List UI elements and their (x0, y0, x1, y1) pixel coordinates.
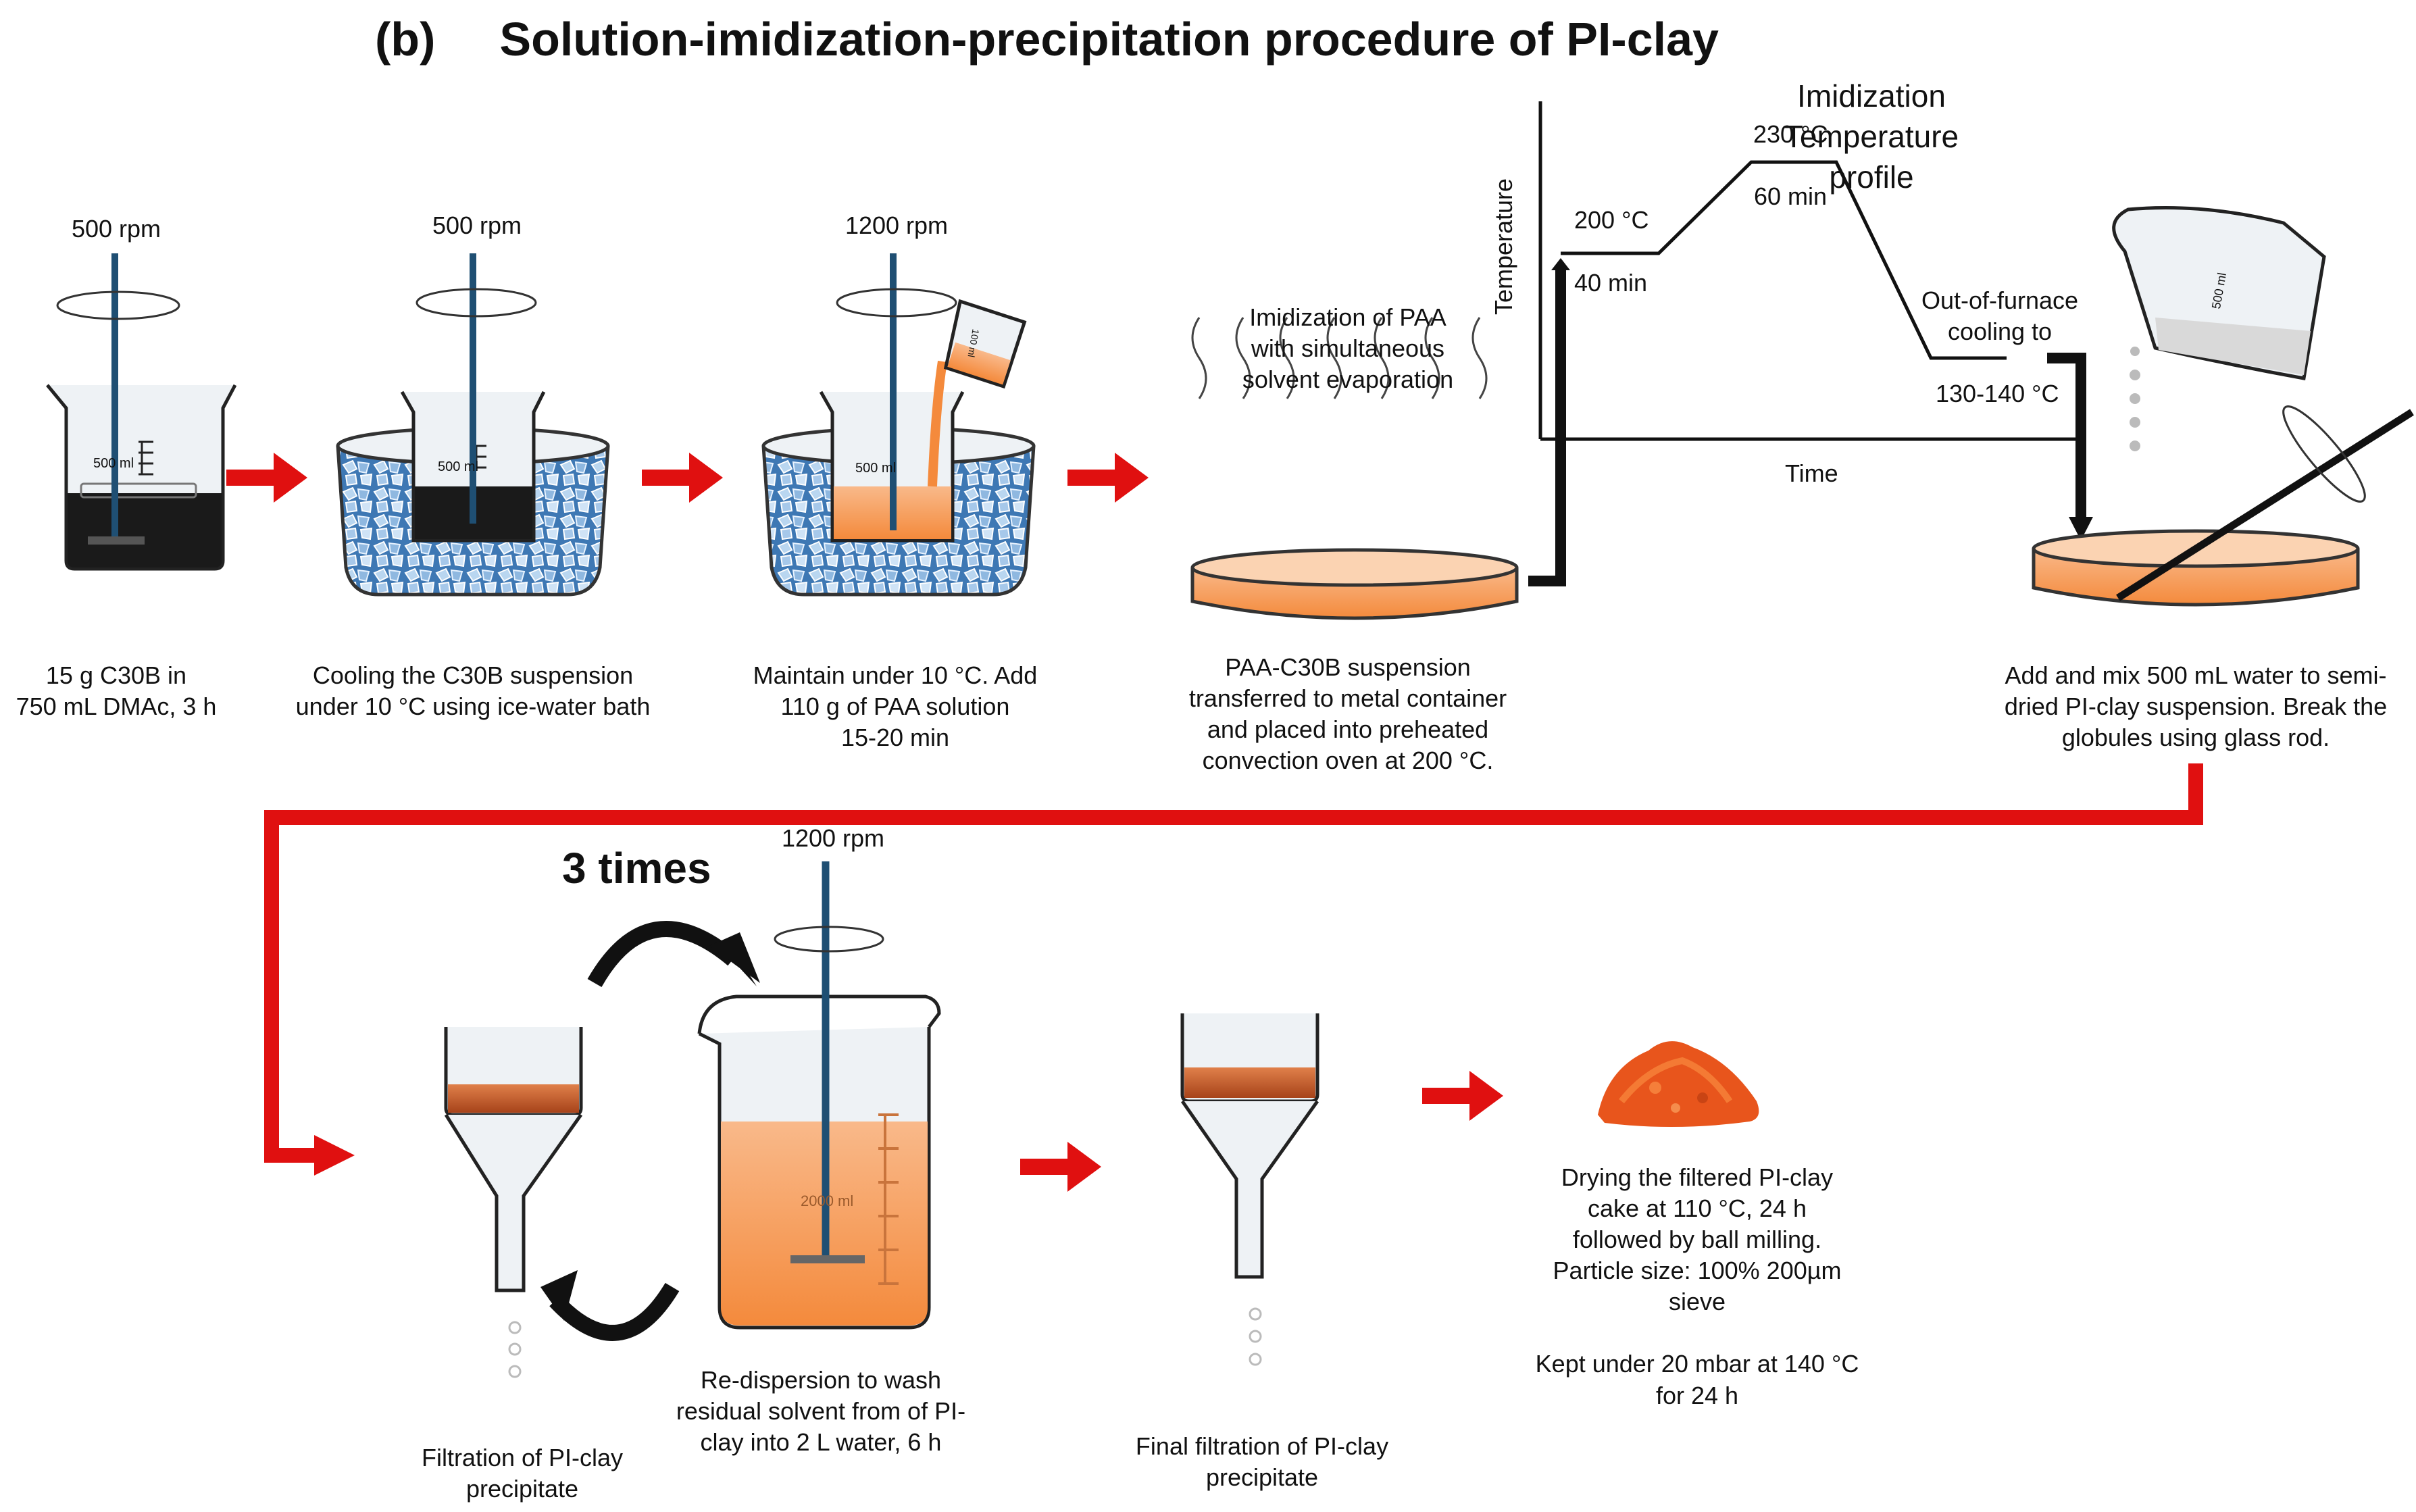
repeat-count: 3 times (562, 844, 711, 892)
step9-caption-line: Particle size: 100% 200µm (1553, 1257, 1842, 1285)
temperature-profile-graph (1528, 101, 2093, 586)
step4-caption: PAA-C30B suspension transferred to metal… (1189, 652, 1507, 776)
cooling-label-line: cooling to (1947, 318, 2053, 346)
cooling-label: Out-of-furnace cooling to (1921, 285, 2078, 347)
step9-caption: Drying the filtered PI-clay cake at 110 … (1536, 1162, 1859, 1411)
step2-caption-line: under 10 °C using ice-water bath (295, 692, 651, 721)
step9-caption-line: sieve (1668, 1288, 1726, 1316)
step4-caption-line: convection oven at 200 °C. (1202, 747, 1494, 775)
step9-caption-line: for 24 h (1655, 1381, 1739, 1409)
hold1-duration: 40 min (1574, 269, 1648, 297)
step9-caption-line: cake at 110 °C, 24 h (1588, 1194, 1807, 1223)
step4-heading-line: solvent evaporation (1242, 366, 1454, 394)
temperature-profile-title-line: profile (1829, 159, 1914, 195)
step7-rpm: 1200 rpm (781, 824, 885, 852)
step3-caption-line: 110 g of PAA solution (780, 692, 1010, 721)
hold1-temp: 200 °C (1574, 206, 1649, 234)
step4-caption-line: PAA-C30B suspension (1225, 653, 1471, 681)
step7-caption: Re-dispersion to wash residual solvent f… (676, 1365, 965, 1458)
step7-beaker (697, 861, 941, 1330)
step4-heading: Imidization of PAA with simultaneous sol… (1242, 302, 1453, 395)
step9-caption-line (1536, 1317, 1859, 1349)
step3-caption-line: 15-20 min (840, 724, 950, 752)
step6-caption: Filtration of PI-clay precipitate (422, 1442, 623, 1505)
title-text: Solution-imidization-precipitation proce… (499, 13, 1719, 66)
step5-caption-line: globules using glass rod. (2061, 724, 2330, 752)
temperature-profile-title-line: Temperature (1784, 118, 1959, 154)
title-label: (b) (375, 13, 436, 66)
step2-caption: Cooling the C30B suspension under 10 °C … (296, 660, 651, 722)
repeat-arrows (540, 921, 760, 1341)
step6-funnel (444, 1027, 583, 1378)
step1-beaker-mark: 500 ml (93, 456, 134, 471)
step7-beaker-mark: 2000 ml (801, 1192, 854, 1209)
step3-icebath-pour (761, 253, 1036, 597)
step1-caption: 15 g C30B in 750 mL DMAc, 3 h (16, 660, 217, 722)
step2-caption-line: Cooling the C30B suspension (312, 661, 634, 689)
red-arrows (226, 453, 2203, 1192)
step6-caption-line: Filtration of PI-clay (421, 1444, 624, 1471)
step3-caption-line: Maintain under 10 °C. Add (753, 661, 1038, 689)
temperature-profile-title: Imidization Temperature profile (1784, 76, 1959, 197)
step8-caption-line: Final filtration of PI-clay (1135, 1432, 1389, 1460)
step9-caption-line: followed by ball milling. (1572, 1226, 1822, 1254)
step7-caption-line: residual solvent from of PI- (676, 1397, 966, 1426)
step1-caption-line: 750 mL DMAc, 3 h (16, 692, 217, 721)
cooling-label-line: Out-of-furnace (1921, 286, 2079, 314)
y-axis-label: Temperature (1490, 178, 1517, 316)
cooling-temp: 130-140 °C (1936, 380, 2059, 407)
page-title: (b) Solution-imidization-precipitation pr… (375, 12, 1719, 66)
step4-caption-line: and placed into preheated (1207, 715, 1489, 744)
step1-caption-line: 15 g C30B in (45, 661, 187, 689)
x-axis-label: Time (1785, 459, 1838, 487)
hold2-duration: 60 min (1754, 182, 1828, 210)
step4-heading-line: Imidization of PAA (1249, 303, 1446, 331)
step9-powder (1598, 1041, 1759, 1128)
step8-caption: Final filtration of PI-clay precipitate (1136, 1431, 1388, 1493)
step6-caption-line: precipitate (465, 1475, 579, 1503)
step5-caption-line: dried PI-clay suspension. Break the (2004, 692, 2388, 721)
step7-caption-line: clay into 2 L water, 6 h (700, 1428, 942, 1457)
step2-rpm: 500 rpm (432, 211, 522, 239)
step5-caption: Add and mix 500 mL water to semi- dried … (2005, 660, 2387, 753)
hold2-temp: 230 °C (1753, 120, 1828, 148)
step9-caption-line: Drying the filtered PI-clay (1561, 1163, 1834, 1191)
step1-rpm: 500 rpm (71, 215, 161, 243)
step4-dish (1190, 317, 1519, 620)
step5-dish-rod (2032, 206, 2414, 607)
step5-caption-line: Add and mix 500 mL water to semi- (2005, 661, 2387, 689)
step2-beaker-mark: 500 ml (438, 459, 479, 474)
step7-caption-line: Re-dispersion to wash (700, 1366, 942, 1394)
step4-heading-line: with simultaneous (1251, 334, 1445, 363)
step2-icebath (336, 253, 610, 597)
step4-caption-line: transferred to metal container (1188, 684, 1507, 713)
step8-funnel (1180, 1013, 1319, 1366)
step9-caption-line: Kept under 20 mbar at 140 °C (1535, 1350, 1859, 1378)
step1-beaker (46, 253, 237, 571)
step3-rpm: 1200 rpm (845, 211, 949, 239)
step8-caption-line: precipitate (1205, 1463, 1319, 1492)
temperature-profile-title-line: Imidization (1797, 78, 1946, 114)
step3-caption: Maintain under 10 °C. Add 110 g of PAA s… (753, 660, 1038, 753)
step3-beaker-mark: 500 ml (855, 461, 897, 476)
